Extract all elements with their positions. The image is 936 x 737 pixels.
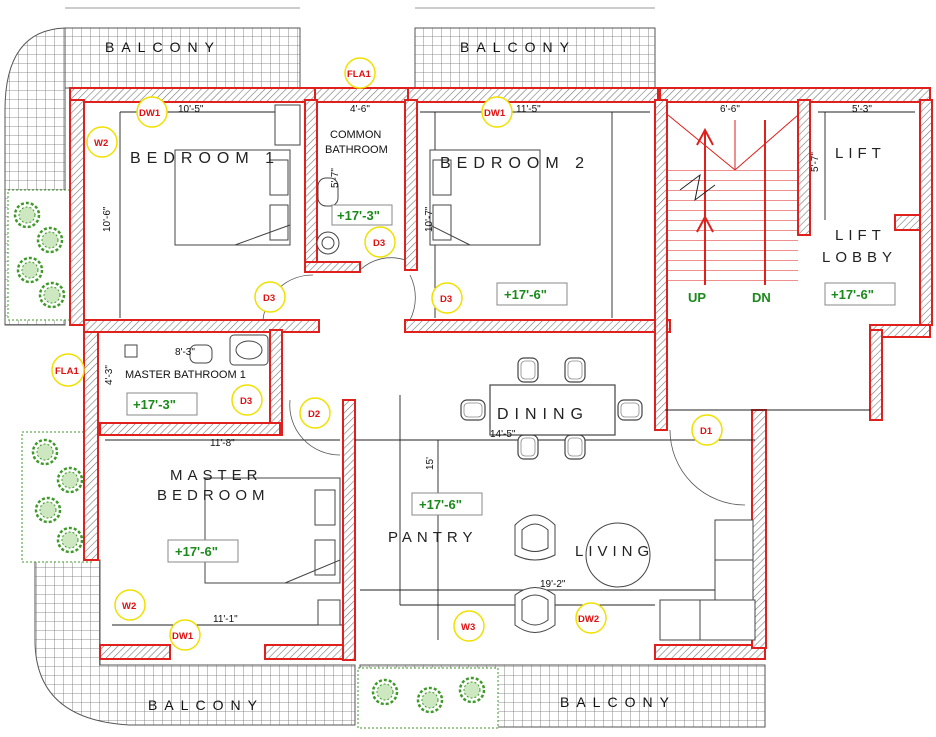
dim-master-bath-width: 8'-3" — [175, 347, 195, 358]
opening-tags — [51, 57, 723, 651]
planter-left-bottom — [21, 431, 93, 563]
dim-master-width-bottom: 11'-1" — [213, 614, 238, 625]
planter-bottom — [357, 667, 499, 729]
bed-bedroom1 — [174, 104, 301, 246]
level-master-bed: +17'-6" — [175, 544, 218, 559]
balcony-bottom-left — [34, 559, 356, 726]
dim-common-bath-width: 4'-6" — [350, 104, 370, 115]
balcony-label-bottom-right: BALCONY — [560, 694, 676, 710]
dim-common-bath-depth: 5'-7" — [330, 168, 341, 188]
bedroom1-label: BEDROOM 1 — [130, 150, 280, 167]
dim-stair-width: 6'-6" — [720, 104, 740, 115]
tag-fla1-top: FLA1 — [347, 69, 371, 80]
balcony-label-top-left: BALCONY — [105, 39, 221, 55]
master-bed-label-1: MASTER — [170, 467, 263, 484]
tag-dw1-bed1: DW1 — [139, 108, 161, 119]
dining-table — [460, 357, 643, 460]
dim-living-depth: 15' — [425, 457, 436, 470]
stair-up-label: UP — [688, 290, 706, 305]
tag-d1-entry: D1 — [700, 426, 713, 437]
dim-master-bath-depth: 4'-3" — [104, 365, 115, 385]
lift-lobby-label-2: LOBBY — [822, 249, 897, 266]
level-lobby: +17'-6" — [831, 287, 874, 302]
bed-master — [204, 477, 341, 626]
common-bath-label-2: BATHROOM — [325, 144, 388, 156]
common-bath-label-1: COMMON — [330, 129, 381, 141]
level-bedroom2: +17'-6" — [504, 287, 547, 302]
dim-master-width-top: 11'-8" — [210, 438, 235, 449]
dim-bed2-width: 11'-5" — [516, 104, 541, 115]
balcony-labels: BALCONY BALCONY BALCONY BALCONY — [105, 39, 676, 713]
pantry-label: PANTRY — [388, 529, 477, 546]
level-master-bath: +17'-3" — [133, 397, 176, 412]
tag-fla1-left: FLA1 — [55, 366, 79, 377]
balcony-label-bottom-left: BALCONY — [148, 697, 264, 713]
dim-bed2-depth: 10'-7" — [424, 206, 435, 232]
level-labels: +17'-3" +17'-6" +17'-6" +17'-3" +17'-6" … — [126, 204, 896, 563]
opening-tag-text: FLA1 DW1 DW1 W2 D3 D3 D3 FLA1 D3 D2 D1 W… — [55, 69, 713, 642]
living-furniture — [514, 514, 756, 641]
level-common-bath: +17'-3" — [337, 208, 380, 223]
lift-label: LIFT — [835, 145, 886, 162]
tag-w3-living: W3 — [461, 622, 475, 633]
tag-d3-master-bath: D3 — [240, 396, 252, 407]
lift-lobby-label-1: LIFT — [835, 227, 886, 244]
planter-left-top — [7, 189, 71, 321]
staircase — [667, 114, 799, 285]
stair-dn-label: DN — [752, 290, 771, 305]
tag-w2-bed1: W2 — [94, 138, 108, 149]
master-bed-label-2: BEDROOM — [157, 487, 270, 504]
bedroom2-label: BEDROOM 2 — [440, 155, 590, 172]
walls — [69, 87, 933, 661]
dim-lift-width: 5'-3" — [852, 104, 872, 115]
tag-dw1-master: DW1 — [172, 631, 194, 642]
tag-d3-bed2: D3 — [440, 294, 452, 305]
dim-living-width: 19'-2" — [540, 579, 566, 590]
bed-bedroom2 — [429, 149, 541, 246]
room-labels: BEDROOM 1 COMMON BATHROOM BEDROOM 2 LIFT… — [125, 129, 897, 560]
balcony-label-top-right: BALCONY — [460, 39, 576, 55]
balcony-top-right — [414, 27, 656, 89]
interior-lines — [105, 111, 915, 640]
tag-dw1-bed2: DW1 — [484, 108, 506, 119]
stair-labels: UP DN — [688, 290, 771, 305]
tag-d3-bed1: D3 — [263, 293, 275, 304]
dim-bed1-depth: 10'-6" — [102, 206, 113, 232]
master-bath-label: MASTER BATHROOM 1 — [125, 369, 246, 381]
dimension-labels: 10'-5" 10'-6" 4'-6" 5'-7" 11'-5" 10'-7" … — [102, 104, 872, 625]
tag-d3-bath: D3 — [373, 238, 385, 249]
door-swings — [262, 257, 746, 506]
dim-dining-width: 14'-5" — [490, 429, 516, 440]
tag-dw2-living: DW2 — [578, 614, 599, 625]
tag-d2-master: D2 — [308, 409, 320, 420]
living-label: LIVING — [575, 543, 654, 560]
tag-w2-master: W2 — [122, 601, 136, 612]
level-living: +17'-6" — [419, 497, 462, 512]
dim-bed1-width: 10'-5" — [178, 104, 204, 115]
dining-label: DINING — [497, 406, 589, 423]
bath-fixtures — [124, 177, 340, 366]
dim-lift-depth: 5'-7" — [810, 152, 821, 172]
